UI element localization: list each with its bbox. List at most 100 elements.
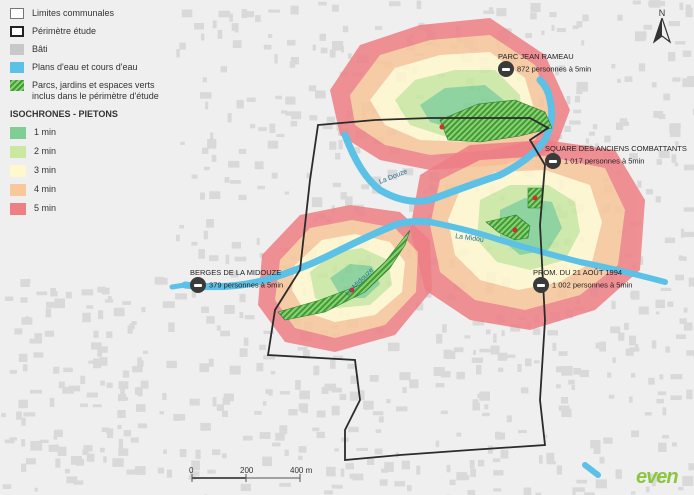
building [291, 111, 302, 120]
building [64, 468, 71, 474]
building [329, 141, 337, 150]
brand-logo: even [636, 466, 679, 488]
building [271, 172, 278, 179]
building [117, 410, 126, 418]
callout-parc-jean-rameau[interactable]: PARC JEAN RAMEAU 872 personnes à 5min [498, 52, 591, 77]
building [488, 7, 494, 13]
building [646, 189, 653, 195]
building [255, 15, 261, 23]
building [435, 383, 445, 388]
building [284, 191, 290, 195]
iso-swatch-5 [10, 203, 26, 215]
building [315, 90, 326, 99]
building [288, 409, 298, 416]
building [483, 10, 495, 14]
building [242, 435, 253, 441]
building [254, 161, 264, 170]
building [240, 483, 251, 492]
building [239, 293, 246, 303]
building [179, 42, 186, 50]
building [692, 108, 694, 115]
building [409, 203, 415, 212]
callout-berges-midouze[interactable]: BERGES DE LA MIDOUZE 379 personnes à 5mi… [190, 268, 283, 293]
building [617, 78, 621, 83]
building [332, 41, 344, 51]
building [574, 95, 581, 103]
building [295, 380, 301, 390]
building [92, 404, 102, 408]
building [275, 432, 285, 441]
building [209, 255, 219, 262]
building [83, 445, 93, 452]
building [117, 425, 122, 430]
building [387, 342, 400, 352]
building [660, 287, 672, 291]
building [686, 389, 693, 400]
centroid-square [532, 195, 538, 201]
building [21, 439, 26, 447]
building [409, 379, 419, 389]
legend-item-parcs: Parcs, jardins et espaces verts inclus d… [10, 80, 180, 102]
building [525, 358, 532, 367]
callout-prom-21-aout[interactable]: PROM. DU 21 AOÛT 1994 1 002 personnes à … [533, 268, 632, 293]
building [259, 432, 271, 439]
building [290, 5, 299, 15]
building [572, 487, 576, 495]
building [55, 458, 61, 468]
legend-label: Périmètre étude [32, 26, 97, 36]
building [470, 468, 476, 477]
building [279, 425, 288, 435]
building [350, 375, 359, 384]
building [276, 134, 285, 138]
legend-iso-5: 5 min [10, 203, 180, 215]
building [625, 348, 634, 356]
building [211, 154, 217, 162]
building [576, 81, 588, 92]
building [662, 407, 667, 416]
building [181, 9, 193, 18]
building [662, 435, 669, 439]
building [487, 445, 493, 454]
building [313, 365, 320, 376]
building [688, 463, 694, 471]
walker-icon [498, 61, 514, 77]
building [363, 400, 374, 410]
building [552, 342, 557, 351]
building [236, 99, 244, 109]
north-arrow: N [652, 8, 672, 46]
building [472, 320, 485, 326]
building [378, 416, 384, 423]
building [180, 141, 185, 145]
building [20, 297, 28, 303]
building [440, 371, 451, 378]
building [657, 391, 667, 396]
park-berges-midouze [277, 229, 411, 321]
centroid-prom [512, 227, 518, 233]
building [2, 484, 12, 489]
building [82, 312, 91, 323]
building [456, 472, 468, 481]
building [658, 150, 670, 158]
building [446, 464, 451, 473]
building [166, 360, 177, 369]
building [216, 325, 221, 331]
river-midou [427, 219, 668, 285]
building [107, 433, 114, 438]
building [608, 394, 615, 399]
building [268, 9, 281, 13]
building [656, 158, 663, 165]
building [629, 396, 633, 403]
building [222, 410, 228, 417]
building [604, 135, 611, 143]
building [97, 286, 106, 293]
building [659, 0, 666, 7]
building [73, 480, 84, 485]
building [268, 34, 273, 39]
building [256, 362, 264, 372]
building [98, 310, 104, 320]
callout-square-anciens-combattants[interactable]: SQUARE DES ANCIENS COMBATTANTS 1 017 per… [545, 144, 687, 169]
study-perimeter [266, 117, 550, 461]
building [668, 21, 680, 27]
building [238, 148, 247, 154]
